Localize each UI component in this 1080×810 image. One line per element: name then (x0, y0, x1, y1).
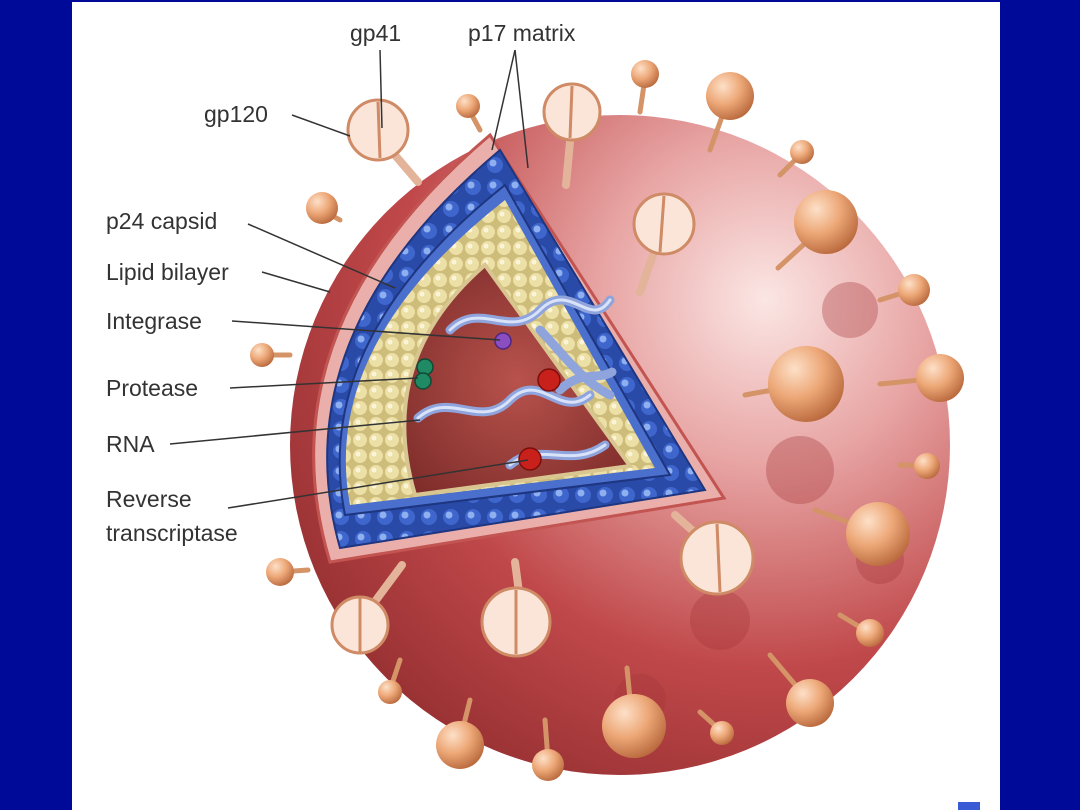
label-reverse-transcriptase-line1: Reverse (106, 486, 192, 512)
label-lipid-bilayer: Lipid bilayer (106, 259, 229, 285)
label-gp41: gp41 (350, 20, 402, 46)
label-reverse-transcriptase-line2: transcriptase (106, 520, 238, 546)
protease-molecule (414, 372, 432, 390)
rna-strands (413, 295, 617, 470)
label-p17-matrix: p17 matrix (468, 20, 576, 46)
gp120-gp41-spikes (330, 82, 755, 658)
label-protease: Protease (106, 375, 199, 401)
leader-lines (169, 49, 529, 509)
spike-knobs (250, 60, 964, 781)
label-rna: RNA (106, 431, 155, 457)
reverse-transcriptase-molecule (518, 447, 542, 471)
integrase-molecule (494, 332, 512, 350)
slide-corner-mark (958, 802, 980, 810)
label-p24-capsid: p24 capsid (106, 208, 218, 234)
label-integrase: Integrase (106, 308, 202, 334)
label-gp120: gp120 (204, 101, 268, 127)
reverse-transcriptase-molecule (537, 368, 561, 392)
